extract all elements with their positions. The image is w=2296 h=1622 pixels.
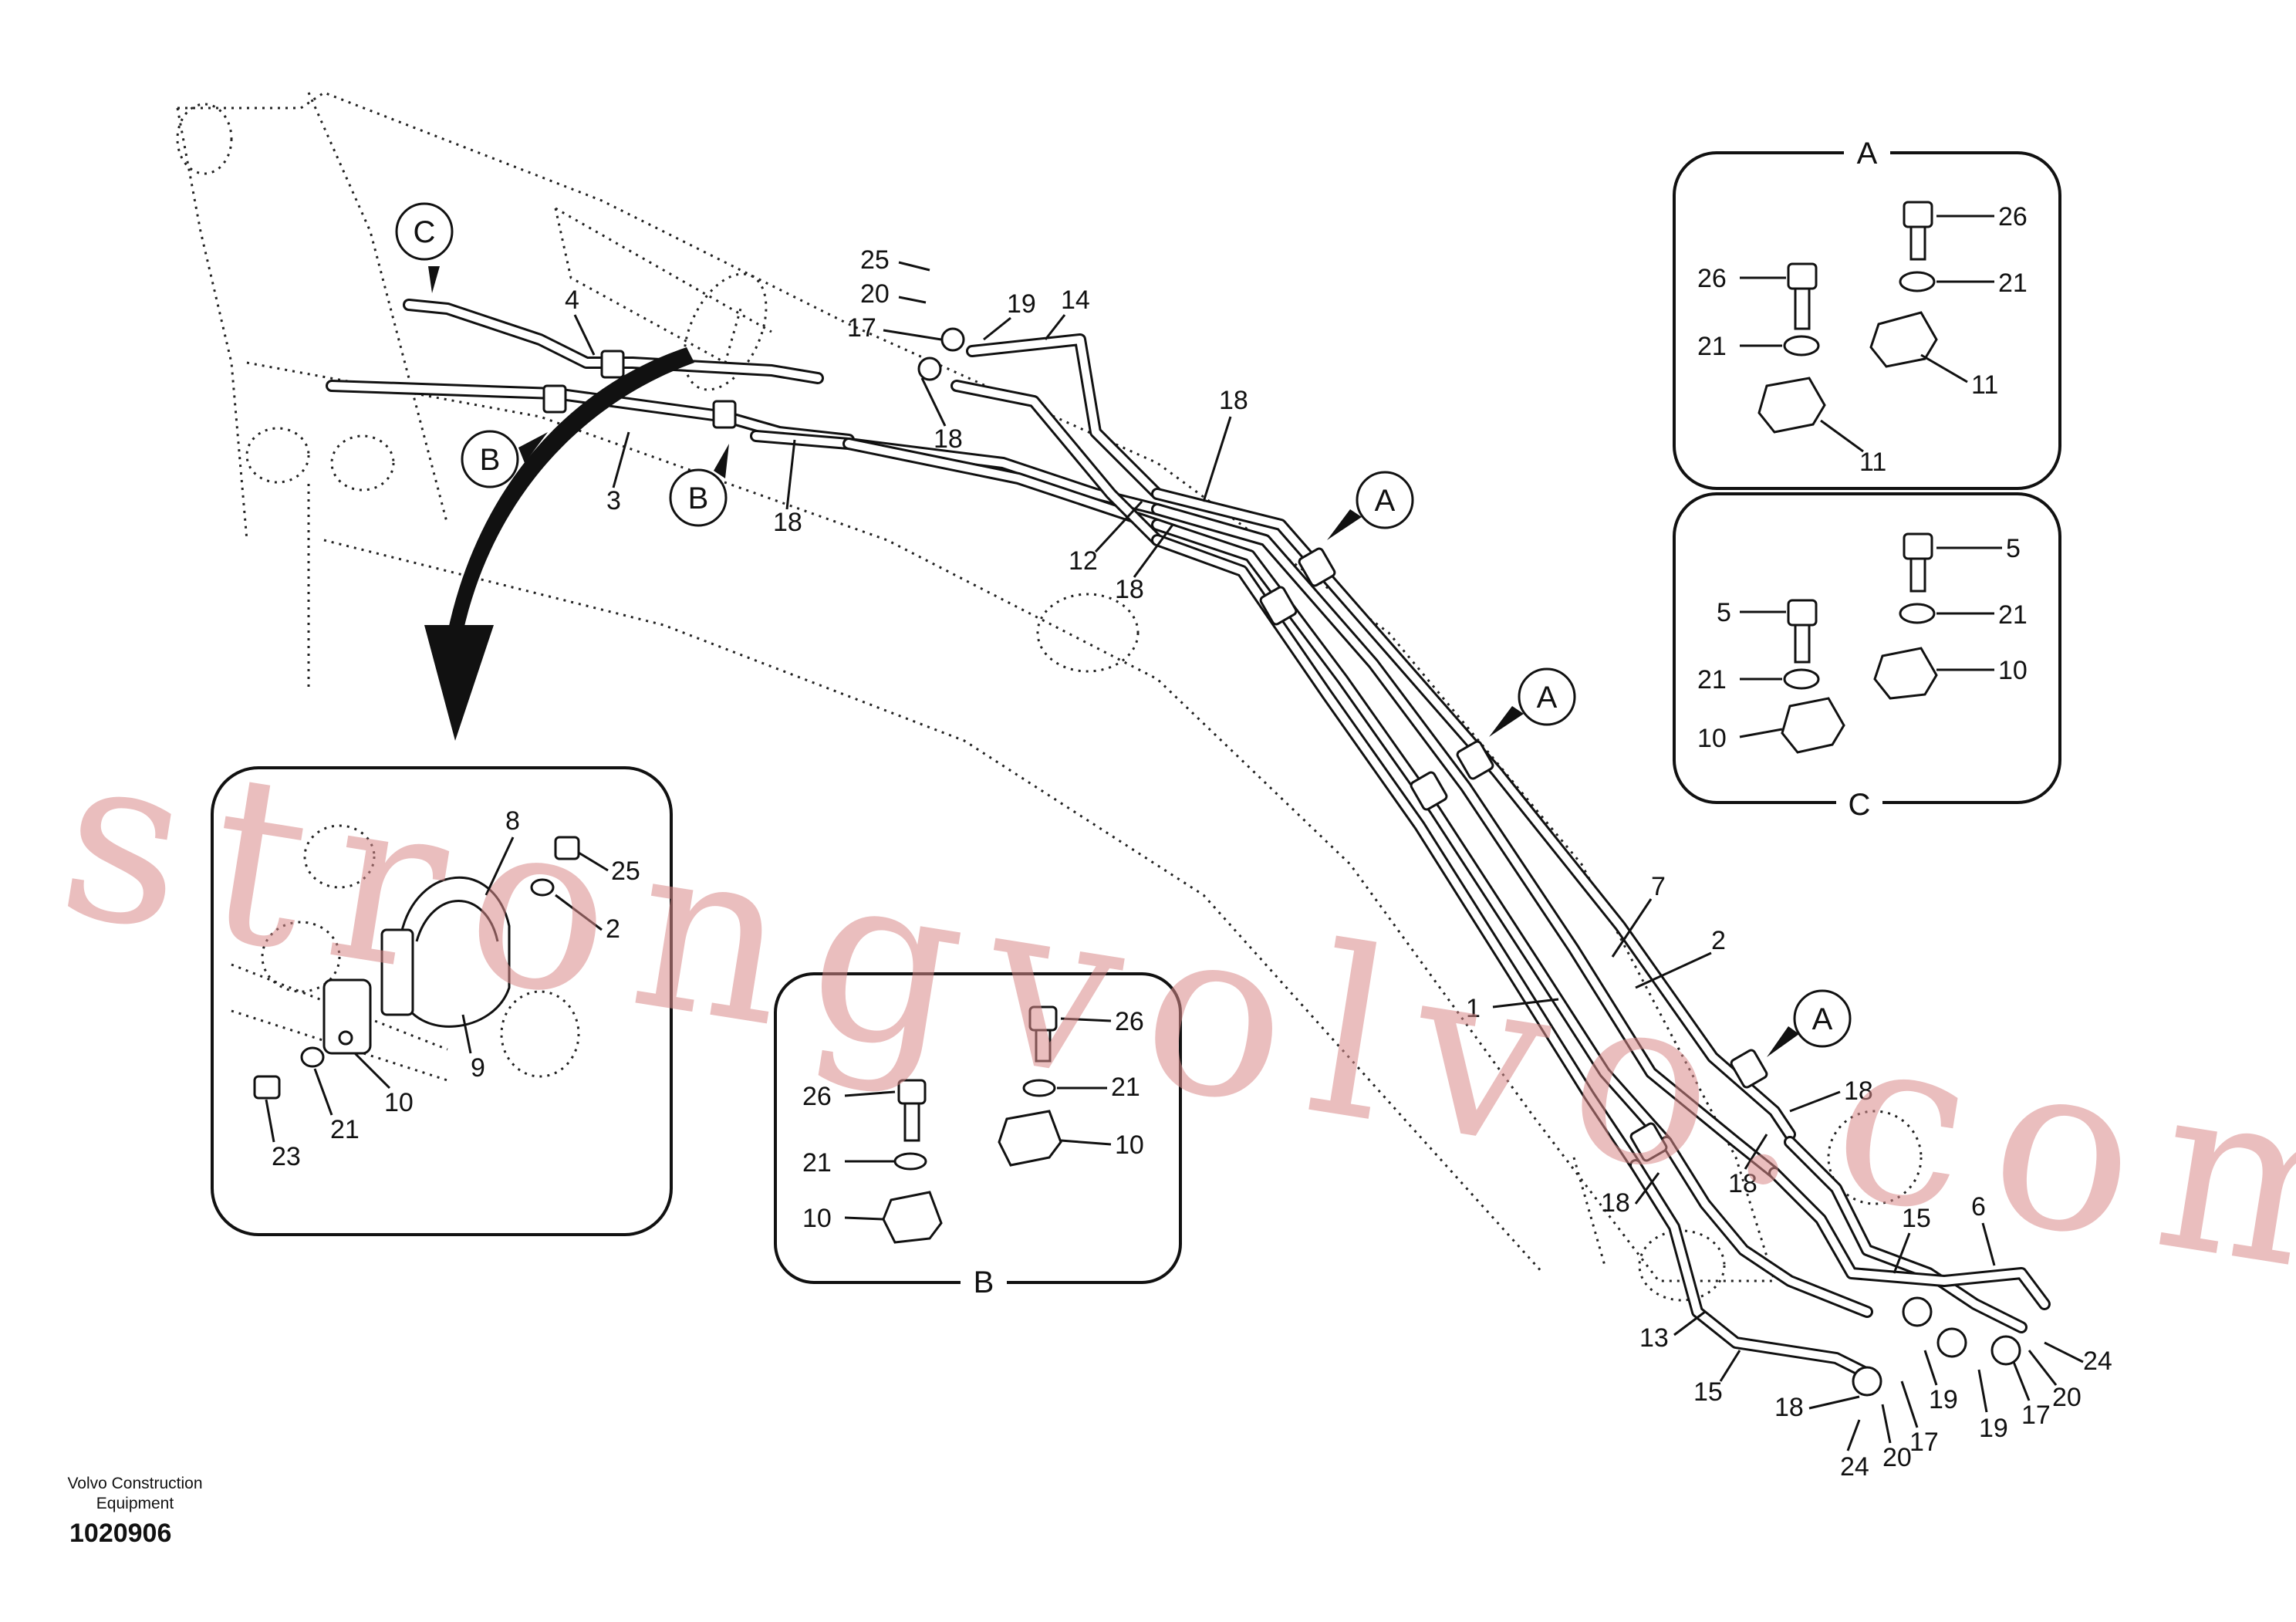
drawing-number: 1020906 — [69, 1519, 172, 1548]
b-label-10-left: 10 — [802, 1204, 832, 1233]
label-3: 3 — [606, 486, 621, 515]
clamp-label-23: 23 — [272, 1142, 301, 1171]
clamp-label-10: 10 — [384, 1088, 414, 1117]
callout-a-2: A — [1489, 667, 1576, 737]
label-24-left: 24 — [1840, 1452, 1869, 1482]
a-label-11-bottom: 11 — [1859, 448, 1886, 477]
a-label-21-top: 21 — [1998, 269, 2028, 298]
label-20: 20 — [860, 279, 890, 309]
label-19-top: 19 — [1007, 289, 1036, 319]
label-18-g: 18 — [1601, 1188, 1630, 1218]
label-18-b: 18 — [934, 424, 963, 454]
detail-panel-c: C 5 21 5 21 10 10 — [1673, 492, 2061, 822]
label-20-left: 20 — [1882, 1443, 1912, 1472]
callout-a-1: A — [1327, 471, 1414, 540]
footer-company-line2: Equipment — [96, 1495, 174, 1512]
label-19-right: 19 — [1979, 1414, 2008, 1443]
label-1: 1 — [1466, 994, 1481, 1023]
detail-panel-clamp: 8 25 2 9 10 21 23 — [211, 766, 673, 1236]
b-label-21-left: 21 — [802, 1148, 832, 1178]
a-label-26-top: 26 — [1998, 202, 2028, 231]
label-6: 6 — [1971, 1192, 1986, 1222]
label-24-right: 24 — [2083, 1347, 2112, 1376]
callout-a-3: A — [1767, 989, 1852, 1057]
label-7: 7 — [1651, 872, 1666, 901]
callout-c-top: C — [395, 202, 454, 293]
label-18-h: 18 — [1774, 1393, 1804, 1422]
callout-c-label: C — [414, 215, 436, 249]
label-15-bottom: 15 — [1693, 1377, 1723, 1407]
callout-a-label-1: A — [1375, 484, 1396, 518]
detail-arrow — [424, 347, 694, 741]
callout-a-label-3: A — [1812, 1002, 1833, 1036]
label-25: 25 — [860, 245, 890, 275]
label-18-e: 18 — [1844, 1076, 1873, 1106]
label-2-main: 2 — [1711, 926, 1726, 955]
footer-company-line1: Volvo Construction — [67, 1475, 203, 1492]
callout-b-left: B — [461, 430, 548, 488]
clamp-label-21: 21 — [330, 1115, 360, 1144]
label-18-f: 18 — [1728, 1169, 1757, 1198]
a-label-26-left: 26 — [1697, 264, 1727, 293]
label-14: 14 — [1061, 286, 1090, 315]
detail-a-title: A — [1857, 137, 1878, 171]
label-4: 4 — [565, 286, 579, 315]
label-19-left: 19 — [1929, 1385, 1958, 1414]
detail-panel-b: B 26 21 26 21 10 10 — [774, 972, 1182, 1299]
clamp-label-25: 25 — [611, 857, 640, 886]
label-15-right: 15 — [1902, 1204, 1931, 1233]
detail-b-title: B — [974, 1265, 994, 1299]
label-13: 13 — [1639, 1323, 1669, 1353]
hose-clamps — [542, 327, 2021, 1397]
label-18-a: 18 — [773, 508, 802, 537]
callout-a-label-2: A — [1537, 681, 1558, 715]
callout-b-label-1: B — [480, 443, 501, 477]
label-17-top: 17 — [847, 313, 876, 343]
callout-b-label-2: B — [688, 482, 709, 515]
b-label-26-left: 26 — [802, 1082, 832, 1111]
c-label-10-left: 10 — [1697, 724, 1727, 753]
main-part-labels: 25 20 17 19 14 4 3 18 18 18 12 18 7 2 1 … — [565, 245, 2112, 1482]
label-18-c: 18 — [1219, 386, 1248, 415]
hydraulic-hoses — [326, 299, 2051, 1380]
clamp-label-9: 9 — [471, 1053, 485, 1083]
a-label-11-right: 11 — [1971, 370, 1998, 400]
label-12: 12 — [1069, 546, 1098, 576]
c-label-10-right: 10 — [1998, 656, 2028, 685]
detail-c-title: C — [1849, 788, 1871, 822]
a-label-21-left: 21 — [1697, 332, 1727, 361]
c-label-21-left: 21 — [1697, 665, 1727, 694]
label-17-right: 17 — [2021, 1401, 2051, 1430]
c-label-5-left: 5 — [1717, 598, 1731, 627]
c-label-21-top: 21 — [1998, 600, 2028, 630]
label-20-right: 20 — [2052, 1383, 2082, 1412]
b-label-26-top: 26 — [1115, 1007, 1144, 1036]
b-label-10-right: 10 — [1115, 1130, 1144, 1160]
b-label-21-top: 21 — [1111, 1073, 1140, 1102]
c-label-5-top: 5 — [2006, 534, 2021, 563]
footer-company: Volvo Construction Equipment — [54, 1474, 216, 1514]
clamp-label-8: 8 — [505, 806, 520, 836]
callout-b-mid: B — [669, 444, 729, 527]
clamp-label-2: 2 — [606, 914, 620, 944]
label-18-d: 18 — [1115, 575, 1144, 604]
detail-panel-a: A 26 21 26 21 11 11 — [1673, 136, 2061, 490]
label-17-left: 17 — [1909, 1428, 1939, 1457]
boom-outline — [176, 91, 1923, 1302]
